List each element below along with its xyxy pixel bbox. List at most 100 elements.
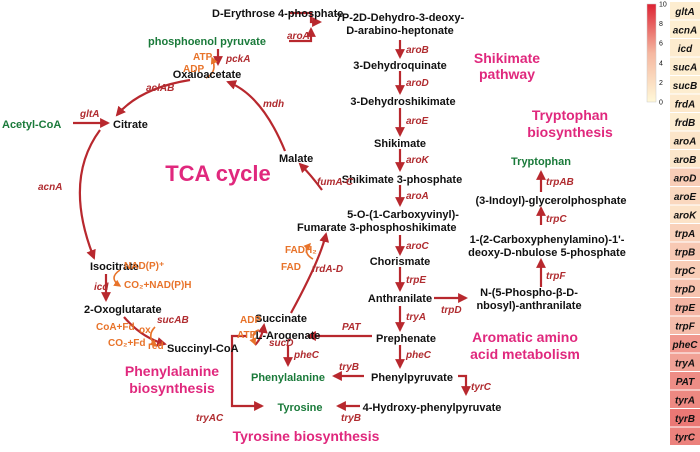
enzyme-aroK: aroK: [406, 155, 430, 166]
metabolite-epsp-line2: 3-phosphoshikimate: [350, 222, 457, 234]
heatmap-gene-label: tyrA: [675, 395, 695, 406]
pathway-aromatic-line2: acid metabolism: [470, 346, 580, 362]
enzyme-tryAC: tryAC: [196, 413, 224, 424]
heatmap-cell: [670, 113, 700, 131]
arrow-citrate-isocitrate: [78, 129, 101, 260]
metabolite-succinylcoa: Succinyl-CoA: [167, 343, 239, 355]
arrow-malate-oaa: [226, 80, 287, 152]
enzyme-aroC: aroC: [406, 241, 430, 252]
metabolite-cdrp-line1: 1-(2-Carboxyphenylamino)-1'-: [470, 234, 625, 246]
cofactor-ox: ox: [139, 325, 151, 336]
heatmap-cell: [670, 168, 700, 186]
metabolite-cdrp-line2: deoxy-D-nbulose 5-phosphate: [468, 247, 626, 259]
heatmap-gene-label: tyrB: [675, 414, 695, 425]
heatmap-cell: [670, 409, 700, 427]
arrow-succinylcoa-succinate: [254, 323, 268, 346]
pathway-tryptophan-line1: Tryptophan: [532, 107, 608, 123]
enzyme-aroA-1: aroA: [287, 31, 310, 42]
arrow-succinate-fumarate: [290, 232, 330, 314]
heatmap-column: gltAacnAicdsucAsucBfrdAfrdBaroAaroBaroDa…: [670, 2, 700, 445]
heatmap-gene-label: gltA: [674, 7, 694, 18]
heatmap-cell: [670, 261, 700, 279]
heatmap-gene-label: trpC: [675, 266, 696, 277]
heatmap-cell: [670, 2, 700, 20]
enzyme-pheC-2: pheC: [405, 350, 432, 361]
heatmap-gene-label: tyrC: [675, 432, 696, 443]
enzyme-tryB-1: tryB: [339, 362, 359, 373]
pathway-tyrosine: Tyrosine biosynthesis: [233, 428, 380, 444]
cofactor-adp-2: ADP: [240, 315, 261, 326]
pathway-phenylalanine-line1: Phenylalanine: [125, 363, 219, 379]
enzyme-fumA-C: fumA-C: [317, 177, 354, 188]
cofactor-atp-2: ATP: [237, 330, 257, 341]
cofactor-arrows: [113, 56, 314, 348]
arrow-phenylpyruvate-hpp: [458, 374, 471, 396]
heatmap-gene-label: sucB: [673, 81, 697, 92]
cofactor-red: red: [148, 341, 164, 352]
heatmap-gene-label: trpB: [675, 247, 696, 258]
metabolite-fumarate: Fumarate: [297, 222, 347, 234]
enzyme-acnA: acnA: [38, 182, 62, 193]
metabolite-dhs: 3-Dehydroshikimate: [350, 96, 455, 108]
metabolite-shikimate: Shikimate: [374, 138, 426, 150]
heatmap-cell: [670, 94, 700, 112]
metabolite-hpp: 4-Hydroxy-phenylpyruvate: [363, 402, 502, 414]
colorbar-tick-label: 4: [659, 60, 663, 67]
heatmap-gene-label: aroE: [674, 192, 697, 203]
metabolite-phenylalanine: Phenylalanine: [251, 372, 325, 384]
enzyme-tryA: tryA: [406, 312, 426, 323]
metabolite-oxoglutarate: 2-Oxoglutarate: [84, 304, 162, 316]
arrow-nadp-co2: [113, 269, 122, 287]
cofactor-coa-fd: CoA+Fd: [96, 322, 135, 333]
heatmap-gene-label: pheC: [672, 340, 699, 351]
metabolite-dhq: 3-Dehydroquinate: [353, 60, 447, 72]
heatmap-gene-label: aroK: [674, 210, 698, 221]
metabolite-acetylcoa: Acetyl-CoA: [2, 119, 61, 131]
arrow-pep-dahp: [289, 27, 316, 43]
colorbar-tick-label: 2: [659, 80, 663, 87]
metabolite-prpp-anth-line2: nbosyl)-anthranilate: [476, 300, 581, 312]
heatmap-cell: [670, 224, 700, 242]
pathway-labels: Shikimate pathway TCA cycle Tryptophan b…: [125, 50, 613, 444]
enzyme-mdh: mdh: [263, 99, 284, 110]
metabolite-citrate: Citrate: [113, 119, 148, 131]
metabolite-dahp-line1: 7P-2D-Dehydro-3-deoxy-: [336, 12, 465, 24]
arrow-oxoglutarate-succinylcoa: [123, 316, 167, 347]
enzyme-frdA-D: frdA-D: [312, 264, 343, 275]
pathway-tryptophan-line2: biosynthesis: [527, 124, 613, 140]
arrow-fadh2-fad: [303, 242, 314, 260]
pathway-tca: TCA cycle: [165, 161, 271, 186]
enzyme-aroA-2: aroA: [406, 191, 429, 202]
heatmap-cell: [670, 187, 700, 205]
enzyme-pckA: pckA: [225, 54, 250, 65]
heatmap-cell: [670, 427, 700, 445]
metabolite-prpp-anth-line1: N-(5-Phospho-β-D-: [480, 287, 578, 299]
cofactor-atp-1: ATP: [193, 52, 213, 63]
heatmap-gene-label: trpF: [675, 321, 695, 332]
arrow-fumarate-malate: [298, 162, 323, 191]
heatmap-gene-label: tryA: [675, 358, 695, 369]
heatmap-gene-label: trpA: [675, 229, 696, 240]
arrow-arogenate-tyr: [230, 334, 264, 411]
enzyme-sucAB: sucAB: [157, 315, 189, 326]
enzyme-trpD: trpD: [441, 305, 462, 316]
heatmap-cell: [670, 150, 700, 168]
metabolite-succinate: Succinate: [255, 313, 307, 325]
metabolite-chorismate: Chorismate: [370, 256, 431, 268]
heatmap-gene-label: acnA: [673, 25, 697, 36]
colorbar-tick-label: 6: [659, 41, 663, 48]
tca-arrows: [73, 49, 330, 347]
metabolite-prephenate: Prephenate: [376, 333, 436, 345]
enzyme-tryB-2: tryB: [341, 413, 361, 424]
metabolite-oaa: Oxaloacetate: [173, 69, 241, 81]
cofactor-nadp: NAD(P)⁺: [124, 261, 164, 272]
heatmap-cell: [670, 279, 700, 297]
heatmap-cell: [670, 20, 700, 38]
cofactor-adp-1: ADP: [183, 64, 204, 75]
pathway-aromatic-line1: Aromatic amino: [472, 329, 578, 345]
pathway-shikimate-line1: Shikimate: [474, 50, 540, 66]
enzyme-PAT: PAT: [342, 322, 361, 333]
enzyme-aroD: aroD: [406, 78, 429, 89]
metabolite-pep: phosphoenol pyruvate: [148, 36, 266, 48]
